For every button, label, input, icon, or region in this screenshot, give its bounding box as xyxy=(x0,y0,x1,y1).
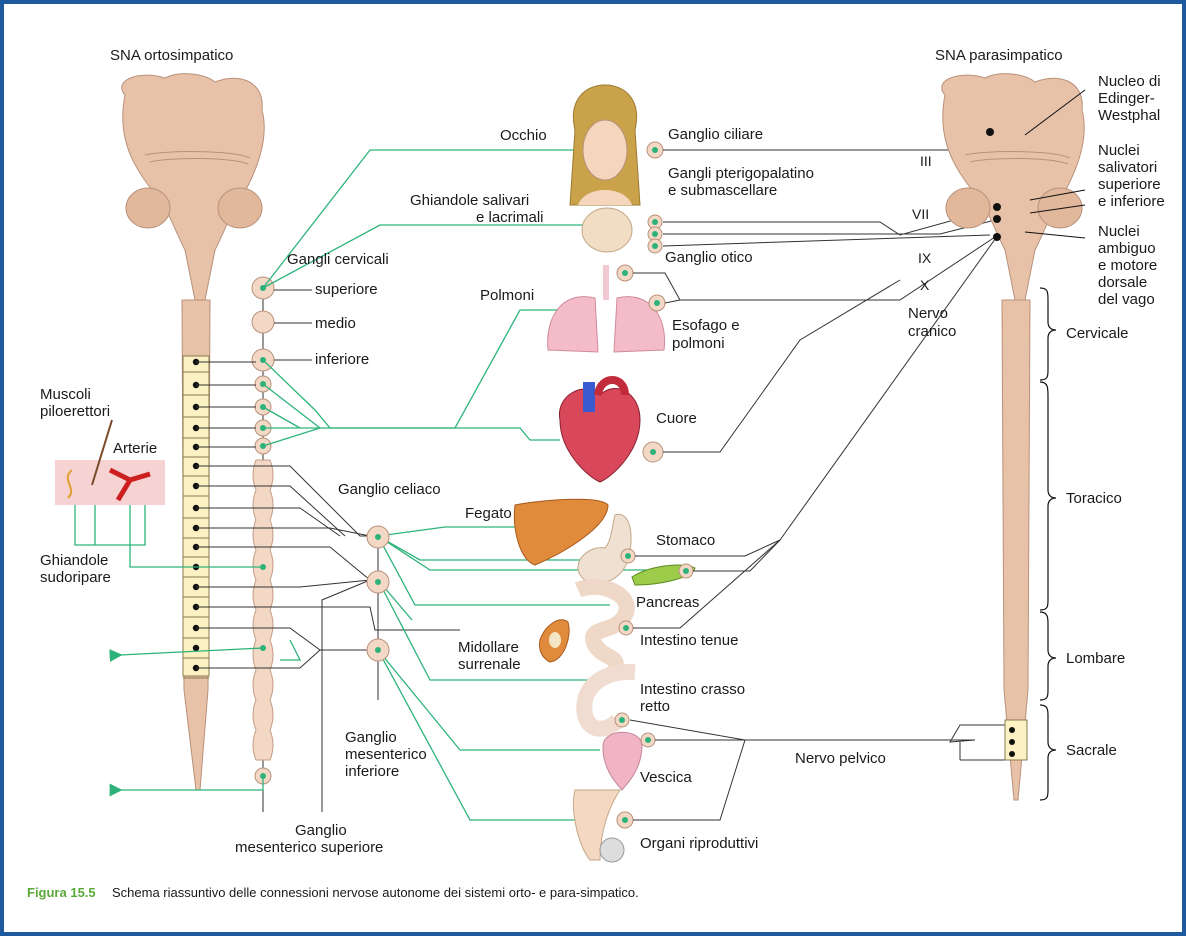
label-occhio: Occhio xyxy=(500,127,547,144)
label-nervo: Nervo xyxy=(908,305,948,322)
label-fegato: Fegato xyxy=(465,505,512,522)
label-organi-riproduttivi: Organi riproduttivi xyxy=(640,835,758,852)
label-esofago: Esofago e xyxy=(672,317,740,334)
spinal-region-braces xyxy=(1040,288,1056,800)
label-inferiore: inferiore xyxy=(315,351,369,368)
label-arterie: Arterie xyxy=(113,440,157,457)
chain-label-leaders xyxy=(274,290,312,360)
label-nuclei-ambiguo-3: e motore xyxy=(1098,257,1157,274)
lungs-illustration xyxy=(548,265,665,352)
label-ganglio-mes-inf-1: Ganglio xyxy=(345,729,397,746)
label-surrenale: surrenale xyxy=(458,656,521,673)
sympathetic-chain xyxy=(252,277,274,812)
label-cervicale: Cervicale xyxy=(1066,325,1129,342)
label-retto: retto xyxy=(640,698,670,715)
label-cn-iii: III xyxy=(920,153,932,169)
label-cn-ix: IX xyxy=(918,250,932,266)
label-superiore: superiore xyxy=(315,281,378,298)
label-nervo-pelvico: Nervo pelvico xyxy=(795,750,886,767)
label-vescica: Vescica xyxy=(640,769,692,786)
label-nuclei-ambiguo-5: del vago xyxy=(1098,291,1155,308)
label-ghiandole: Ghiandole xyxy=(40,552,108,569)
face-illustration xyxy=(570,85,640,205)
preganglionic-nucleus-dot xyxy=(193,645,199,651)
label-ganglio-mes-inf-2: mesenterico xyxy=(345,746,427,763)
sympathetic-brain xyxy=(122,74,265,300)
label-westphal: Westphal xyxy=(1098,107,1160,124)
label-nuclei-salivatori-4: e inferiore xyxy=(1098,193,1165,210)
label-nuclei-salivatori-1: Nuclei xyxy=(1098,142,1140,159)
label-cuore: Cuore xyxy=(656,410,697,427)
label-muscoli: Muscoli xyxy=(40,386,91,403)
label-intestino-tenue: Intestino tenue xyxy=(640,632,738,649)
label-sacrale: Sacrale xyxy=(1066,742,1117,759)
label-polmoni: Polmoni xyxy=(480,287,534,304)
parasympathetic-brain xyxy=(942,74,1085,300)
skin-illustration xyxy=(55,420,165,505)
label-midollare: Midollare xyxy=(458,639,519,656)
heart-illustration xyxy=(559,380,640,482)
label-gangli-submascellare: e submascellare xyxy=(668,182,777,199)
label-nuclei-ambiguo-1: Nuclei xyxy=(1098,223,1140,240)
sympathetic-title: SNA ortosimpatico xyxy=(110,47,233,64)
label-cn-x: X xyxy=(920,277,930,293)
label-piloerettori: piloerettori xyxy=(40,403,110,420)
label-sudoripare: sudoripare xyxy=(40,569,111,586)
label-ganglio-ciliare: Ganglio ciliare xyxy=(668,126,763,143)
salivary-glands-illustration xyxy=(582,208,632,252)
label-ganglio-mes-sup-2: mesenterico superiore xyxy=(235,839,383,856)
label-stomaco: Stomaco xyxy=(656,532,715,549)
label-edinger: Edinger- xyxy=(1098,90,1155,107)
parasympathetic-spinal-cord xyxy=(1002,300,1030,800)
label-esofago-polmoni: polmoni xyxy=(672,335,725,352)
label-gangli-cervicali: Gangli cervicali xyxy=(287,251,389,268)
label-lacrimali: e lacrimali xyxy=(476,209,544,226)
bladder-illustration xyxy=(603,732,642,790)
label-nuclei-ambiguo-2: ambiguo xyxy=(1098,240,1156,257)
label-nuclei-ambiguo-4: dorsale xyxy=(1098,274,1147,291)
parasympathetic-title: SNA parasimpatico xyxy=(935,47,1063,64)
label-gangli-pterigopalatino: Gangli pterigopalatino xyxy=(668,165,814,182)
reproductive-organs-illustration xyxy=(573,790,624,862)
label-cranico: cranico xyxy=(908,323,956,340)
label-ganglio-celiaco: Ganglio celiaco xyxy=(338,481,441,498)
figure-number: Figura 15.5 xyxy=(27,885,96,900)
label-medio: medio xyxy=(315,315,356,332)
adrenal-illustration xyxy=(539,620,569,662)
label-ganglio-mes-sup-1: Ganglio xyxy=(295,822,347,839)
label-intestino-crasso: Intestino crasso xyxy=(640,681,745,698)
figure-caption: Schema riassuntivo delle connessioni ner… xyxy=(112,885,639,900)
label-nuclei-salivatori-3: superiore xyxy=(1098,176,1161,193)
preganglionic-sympathetic-fibers xyxy=(196,362,460,812)
label-ganglio-otico: Ganglio otico xyxy=(665,249,753,266)
label-lombare: Lombare xyxy=(1066,650,1125,667)
label-cn-vii: VII xyxy=(912,206,929,222)
label-pancreas: Pancreas xyxy=(636,594,699,611)
label-nuclei-salivatori-2: salivatori xyxy=(1098,159,1157,176)
label-nucleo-di: Nucleo di xyxy=(1098,73,1161,90)
label-ganglio-mes-inf-3: inferiore xyxy=(345,763,399,780)
parasympathetic-preganglionic-fibers xyxy=(630,130,1005,820)
label-ghiandole-salivari: Ghiandole salivari xyxy=(410,192,529,209)
label-toracico: Toracico xyxy=(1066,490,1122,507)
